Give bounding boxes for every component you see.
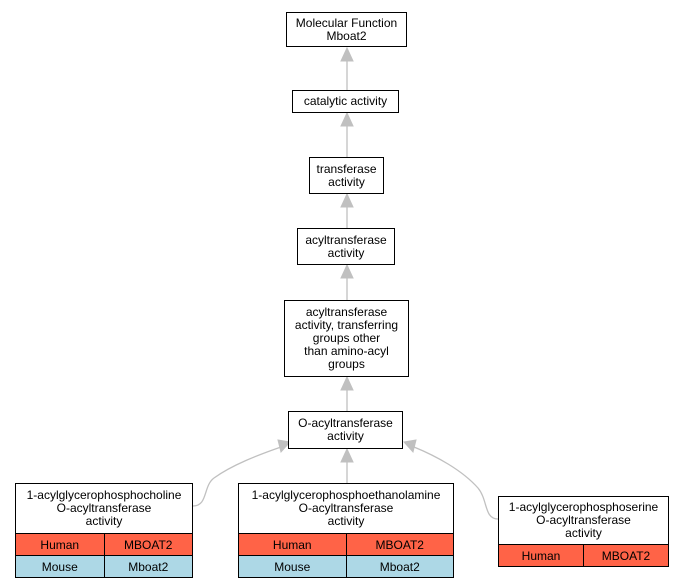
node-o-acyltransferase-label: O-acyltransferase activity — [298, 416, 393, 443]
node-acylglycerophosphocholine-title: 1-acylglycerophosphocholine O-acyltransf… — [16, 484, 192, 534]
leaf1-title-text: 1-acylglycerophosphocholine O-acyltransf… — [26, 488, 182, 528]
node-transferase-activity-label: transferase activity — [316, 161, 377, 189]
gene-cell: Mboat2 — [345, 556, 453, 577]
node-transferase-activity[interactable]: transferase activity — [309, 157, 384, 194]
node-acylglycerophosphoserine-title: 1-acylglycerophosphoserine O-acyltransfe… — [499, 497, 668, 545]
node-acyltransferase-other-label: acyltransferase activity, transferring g… — [294, 305, 399, 371]
arrowhead-acyltransferase — [340, 263, 354, 279]
node-molecular-function-label: Molecular Function Mboat2 — [295, 15, 398, 43]
gene-cell: MBOAT2 — [583, 545, 668, 566]
gene-row-mouse: Mouse Mboat2 — [239, 555, 453, 577]
species-cell: Mouse — [16, 556, 104, 577]
gene-cell: Mboat2 — [103, 556, 192, 577]
species-cell: Human — [239, 534, 346, 555]
node-acylglycerophosphocholine[interactable]: 1-acylglycerophosphocholine O-acyltransf… — [15, 483, 193, 578]
arrowhead-acylother — [340, 375, 354, 391]
node-acylglycerophosphoethanolamine[interactable]: 1-acylglycerophosphoethanolamine O-acylt… — [238, 483, 454, 578]
gene-cell: MBOAT2 — [103, 534, 192, 555]
arrowhead-mf — [340, 46, 354, 62]
node-acyltransferase-activity-label: acyltransferase activity — [305, 232, 387, 260]
node-acylglycerophosphoserine[interactable]: 1-acylglycerophosphoserine O-acyltransfe… — [498, 496, 669, 567]
arrowhead-catalytic — [340, 111, 354, 127]
arrowhead-transferase — [340, 192, 354, 208]
node-molecular-function[interactable]: Molecular Function Mboat2 — [286, 12, 407, 47]
node-o-acyltransferase[interactable]: O-acyltransferase activity — [288, 411, 403, 449]
species-cell: Mouse — [239, 556, 346, 577]
species-cell: Human — [16, 534, 104, 555]
gene-row-human: Human MBOAT2 — [16, 534, 192, 555]
node-catalytic-activity-label: catalytic activity — [303, 94, 388, 108]
node-acylglycerophosphoethanolamine-title: 1-acylglycerophosphoethanolamine O-acylt… — [239, 484, 453, 534]
node-acyltransferase-other[interactable]: acyltransferase activity, transferring g… — [284, 300, 409, 377]
edge-leaf1-to-oacyl — [192, 446, 282, 507]
arrowhead-oacyl-left — [277, 439, 291, 454]
edge-leaf3-to-oacyl — [413, 446, 499, 520]
node-catalytic-activity[interactable]: catalytic activity — [292, 90, 399, 113]
gene-row-mouse: Mouse Mboat2 — [16, 555, 192, 577]
gene-cell: MBOAT2 — [345, 534, 453, 555]
gene-row-human: Human MBOAT2 — [239, 534, 453, 555]
arrowhead-oacyl-right — [403, 439, 417, 454]
leaf3-title-text: 1-acylglycerophosphoserine O-acyltransfe… — [508, 500, 659, 540]
node-acyltransferase-activity[interactable]: acyltransferase activity — [297, 228, 395, 265]
gene-row-human: Human MBOAT2 — [499, 545, 668, 566]
arrowhead-oacyl-center — [340, 447, 354, 463]
species-cell: Human — [499, 545, 583, 566]
leaf2-title-text: 1-acylglycerophosphoethanolamine O-acylt… — [251, 488, 441, 528]
